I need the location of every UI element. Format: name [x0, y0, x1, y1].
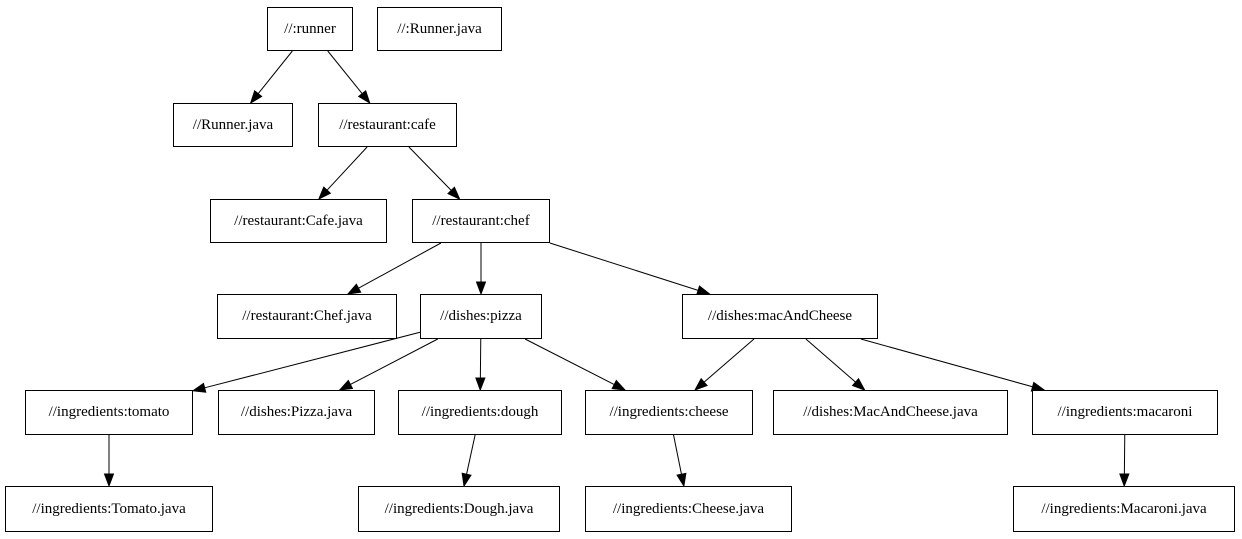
- arrowhead-icon: [611, 379, 627, 391]
- edge-tomato-to-tomato_java: [103, 435, 115, 488]
- arrowhead-icon: [851, 377, 866, 391]
- graph-node-tomato: //ingredients:tomato: [25, 390, 193, 435]
- graph-node-pizza: //dishes:pizza: [420, 294, 542, 339]
- arrowhead-icon: [1119, 473, 1130, 488]
- edge-cafe-to-chef: [408, 146, 461, 201]
- graph-node-runner-java-root: //:Runner.java: [377, 7, 502, 51]
- arrowhead-icon: [676, 472, 687, 488]
- graph-node-cafe: //restaurant:cafe: [318, 103, 457, 147]
- graph-node-chef-java: //restaurant:Chef.java: [217, 294, 397, 339]
- edge-dough-to-dough_java: [461, 434, 476, 488]
- arrowhead-icon: [191, 382, 207, 393]
- edge-pizza-to-tomato: [191, 331, 421, 393]
- graph-node-dough-java: //ingredients:Dough.java: [358, 486, 560, 532]
- edge-pizza-to-pizza_java: [338, 338, 438, 391]
- graph-node-chef: //restaurant:chef: [412, 199, 550, 243]
- graph-node-runner: //:runner: [267, 7, 353, 51]
- graph-node-pizza-java: //dishes:Pizza.java: [218, 390, 375, 435]
- edge-mac_and_cheese-to-cheese: [693, 338, 755, 391]
- edge-mac_and_cheese-to-macaroni: [860, 338, 1046, 392]
- edge-runner-to-runner_java: [249, 50, 293, 105]
- graph-node-macaroni-java: //ingredients:Macaroni.java: [1013, 486, 1235, 532]
- edge-macaroni-to-macaroni_java: [1119, 434, 1130, 488]
- graph-node-runner-java: //Runner.java: [173, 103, 293, 147]
- edge-cafe-to-cafe_java: [317, 146, 368, 201]
- edge-pizza-to-cheese: [524, 338, 627, 391]
- arrowhead-icon: [338, 379, 354, 391]
- arrowhead-icon: [346, 283, 362, 295]
- graph-node-cheese: //ingredients:cheese: [585, 390, 753, 435]
- arrowhead-icon: [103, 473, 115, 488]
- edge-chef-to-chef_java: [346, 242, 442, 295]
- edge-cheese-to-cheese_java: [673, 434, 687, 488]
- arrowhead-icon: [447, 186, 461, 201]
- edge-pizza-to-dough: [475, 338, 486, 392]
- graph-node-cafe-java: //restaurant:Cafe.java: [210, 199, 387, 243]
- arrowhead-icon: [317, 186, 332, 201]
- graph-node-cheese-java: //ingredients:Cheese.java: [585, 486, 792, 532]
- arrowhead-icon: [357, 89, 371, 105]
- arrowhead-icon: [461, 472, 472, 488]
- graph-node-mac-and-cheese-java: //dishes:MacAndCheese.java: [773, 390, 1008, 435]
- arrowhead-icon: [693, 377, 708, 391]
- edge-chef-to-pizza: [475, 243, 487, 296]
- arrowhead-icon: [249, 89, 263, 105]
- arrowhead-icon: [475, 281, 487, 296]
- graph-node-dough: //ingredients:dough: [398, 390, 562, 435]
- edge-chef-to-mac_and_cheese: [549, 242, 711, 296]
- graph-node-tomato-java: //ingredients:Tomato.java: [5, 486, 213, 532]
- edge-mac_and_cheese-to-mac_and_cheese_java: [805, 338, 866, 391]
- graph-node-mac-and-cheese: //dishes:macAndCheese: [682, 294, 878, 339]
- arrowhead-icon: [475, 377, 486, 392]
- graph-node-macaroni: //ingredients:macaroni: [1032, 390, 1218, 435]
- edge-runner-to-cafe: [327, 50, 371, 105]
